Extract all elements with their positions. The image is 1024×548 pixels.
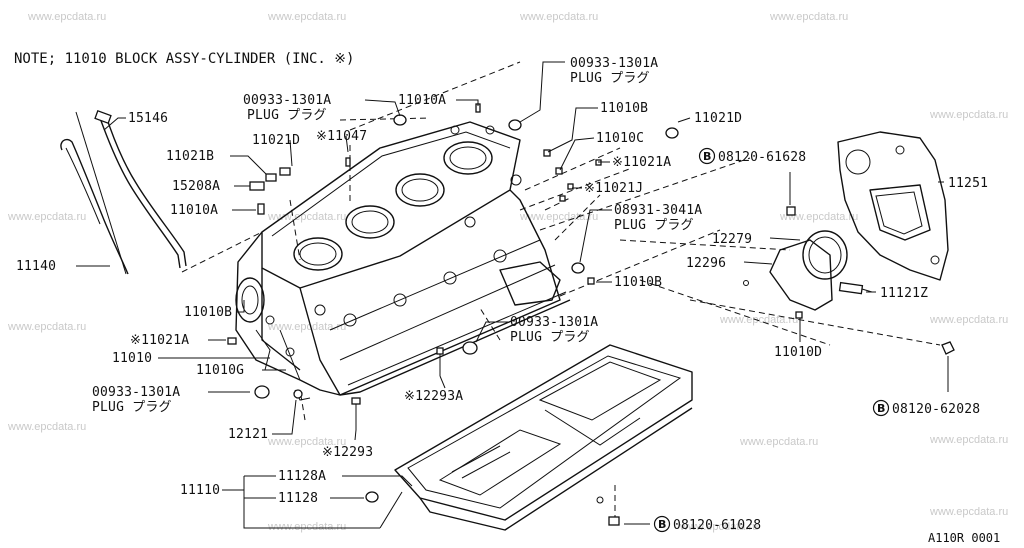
watermark: www.epcdata.ru: [7, 421, 86, 433]
label-08931-3041A: 08931-3041A: [614, 203, 702, 218]
watermark: www.epcdata.ru: [267, 521, 346, 533]
label-11021B: 11021B: [166, 149, 214, 164]
label-11010D: 11010D: [774, 345, 822, 360]
label-11021D-right: 11021D: [694, 111, 742, 126]
label-bolt-08120-61028: B 08120-61028: [653, 515, 761, 533]
dipstick-tube-drawing: [94, 110, 187, 269]
watermark: www.epcdata.ru: [267, 321, 346, 333]
label-11140: 11140: [16, 259, 56, 274]
label-12279: 12279: [712, 232, 752, 247]
label-plug-bottom: PLUG プラグ: [92, 400, 172, 415]
label-11021J: ※11021J: [584, 181, 643, 196]
label-12293: ※12293: [322, 445, 373, 460]
bolt-marker-icon: [872, 399, 890, 417]
watermark: www.epcdata.ru: [267, 11, 346, 23]
rear-plate-drawing: [837, 131, 949, 281]
watermark: www.epcdata.ru: [739, 436, 818, 448]
dipstick-drawing: [60, 111, 129, 275]
watermark: www.epcdata.ru: [7, 211, 86, 223]
label-08120-61628: 08120-61628: [718, 150, 806, 165]
label-11021D-left: 11021D: [252, 133, 300, 148]
label-11010B-right: 11010B: [614, 275, 662, 290]
watermark-layer: www.epcdata.ru www.epcdata.ru www.epcdat…: [7, 11, 1008, 533]
label-12293A: ※12293A: [404, 389, 463, 404]
label-00933-1301A-upper: 00933-1301A: [243, 93, 331, 108]
watermark: www.epcdata.ru: [7, 321, 86, 333]
projection-lines: [181, 61, 941, 520]
label-11010B-left: 11010B: [184, 305, 232, 320]
watermark: www.epcdata.ru: [929, 434, 1008, 446]
label-11010G: 11010G: [196, 363, 244, 378]
label-plug-top: PLUG プラグ: [570, 71, 650, 86]
watermark: www.epcdata.ru: [779, 211, 858, 223]
label-bolt-08120-61628: B 08120-61628: [698, 147, 806, 165]
label-11010B-top: 11010B: [600, 101, 648, 116]
bolt-marker-letter: B: [658, 518, 666, 531]
bolt-marker-icon: [698, 147, 716, 165]
watermark: www.epcdata.ru: [519, 11, 598, 23]
watermark: www.epcdata.ru: [679, 521, 758, 533]
watermark: www.epcdata.ru: [769, 11, 848, 23]
label-08120-62028: 08120-62028: [892, 402, 980, 417]
label-11047: ※11047: [316, 129, 367, 144]
label-15208A: 15208A: [172, 179, 220, 194]
part-labels: 00933-1301A PLUG プラグ 00933-1301A PLUG プラ…: [16, 56, 1000, 545]
bolts-drawing: [608, 206, 955, 526]
watermark: www.epcdata.ru: [267, 211, 346, 223]
diagram-code: A110R 0001: [928, 531, 1000, 545]
label-bolt-08120-62028: B 08120-62028: [872, 399, 980, 417]
oil-seal-retainer-drawing: [743, 230, 873, 311]
label-11110: 11110: [180, 483, 220, 498]
label-12296: 12296: [686, 256, 726, 271]
label-15146: 15146: [128, 111, 168, 126]
label-08120-61028: 08120-61028: [673, 518, 761, 533]
label-00933-1301A-top: 00933-1301A: [570, 56, 658, 71]
diagram-note: NOTE; 11010 BLOCK ASSY-CYLINDER (INC. ※): [14, 51, 354, 67]
leader-lines: [76, 61, 949, 529]
watermark: www.epcdata.ru: [929, 109, 1008, 121]
label-11121Z: 11121Z: [880, 286, 928, 301]
watermark: www.epcdata.ru: [27, 11, 106, 23]
label-11010A-top: 11010A: [398, 93, 446, 108]
watermark: www.epcdata.ru: [929, 506, 1008, 518]
label-00933-1301A-mid: 00933-1301A: [510, 315, 598, 330]
bolt-marker-icon: [653, 515, 671, 533]
label-11010C: 11010C: [596, 131, 644, 146]
label-12121: 12121: [228, 427, 268, 442]
label-11128A: 11128A: [278, 469, 326, 484]
label-11251: 11251: [948, 176, 988, 191]
watermark: www.epcdata.ru: [519, 211, 598, 223]
label-11021A-right: ※11021A: [612, 155, 671, 170]
label-plug-08931: PLUG プラグ: [614, 218, 694, 233]
label-00933-1301A-bottom: 00933-1301A: [92, 385, 180, 400]
oil-pan-drawing: [394, 344, 693, 531]
watermark: www.epcdata.ru: [719, 314, 798, 326]
watermark: www.epcdata.ru: [267, 436, 346, 448]
label-11021A-left: ※11021A: [130, 333, 189, 348]
label-11128: 11128: [278, 491, 318, 506]
bolt-marker-letter: B: [703, 150, 711, 163]
label-11010A-left: 11010A: [170, 203, 218, 218]
cylinder-block-drawing: [235, 121, 571, 396]
label-plug-mid: PLUG プラグ: [510, 330, 590, 345]
label-11010: 11010: [112, 351, 152, 366]
label-plug-upper: PLUG プラグ: [247, 108, 327, 123]
watermark: www.epcdata.ru: [929, 314, 1008, 326]
bolt-marker-letter: B: [877, 402, 885, 415]
